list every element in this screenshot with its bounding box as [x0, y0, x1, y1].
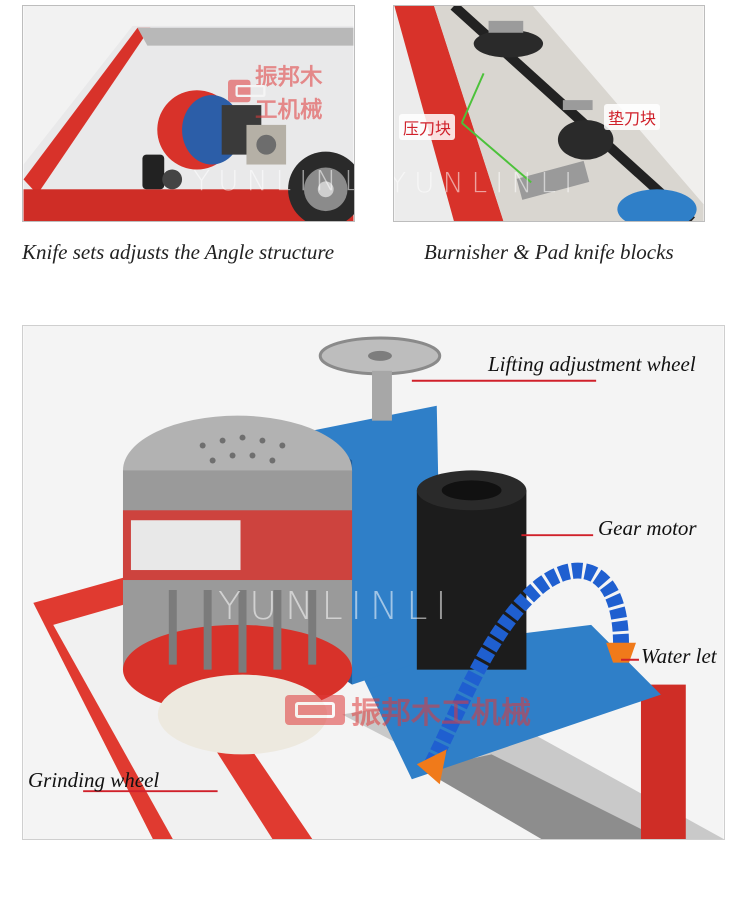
watermark-text: YUNLINLI: [193, 164, 354, 197]
machine-photo: YUNLINLI 振邦木工机械 Lifting adjustment wheel…: [22, 325, 725, 840]
knife-blocks-illustration: [394, 6, 704, 221]
watermark-brand: 振邦木工机械: [228, 58, 323, 124]
machine-illustration: [23, 326, 724, 839]
watermark-brand-main: 振邦木工机械: [285, 688, 531, 732]
brand-logo-main-icon: [285, 695, 345, 725]
knife-blocks-caption: Burnisher & Pad knife blocks: [424, 240, 674, 264]
watermark-brand-text: 振邦木工机械: [255, 64, 323, 124]
angle-structure-illustration: [23, 6, 354, 221]
gear-motor-callout: Gear motor: [598, 516, 697, 540]
watermark-brand-main-text: 振邦木工机械: [351, 696, 531, 731]
water-let-callout: Water let: [641, 644, 717, 668]
lifting-wheel-callout: Lifting adjustment wheel: [488, 352, 696, 376]
press-block-label: 压刀块: [399, 114, 456, 140]
grinding-wheel-callout: Grinding wheel: [28, 768, 160, 792]
pad-block-label: 垫刀块: [604, 104, 661, 130]
angle-structure-caption: Knife sets adjusts the Angle structure: [22, 240, 335, 264]
knife-blocks-photo: 压刀块 垫刀块 YUNLINLI: [393, 5, 705, 222]
brand-logo-icon: [228, 79, 266, 103]
watermark-text-main: YUNLINLI: [218, 584, 455, 628]
watermark-text-2: YUNLINLI: [393, 166, 581, 199]
angle-structure-photo: YUNLINLI 振邦木工机械: [22, 5, 355, 222]
